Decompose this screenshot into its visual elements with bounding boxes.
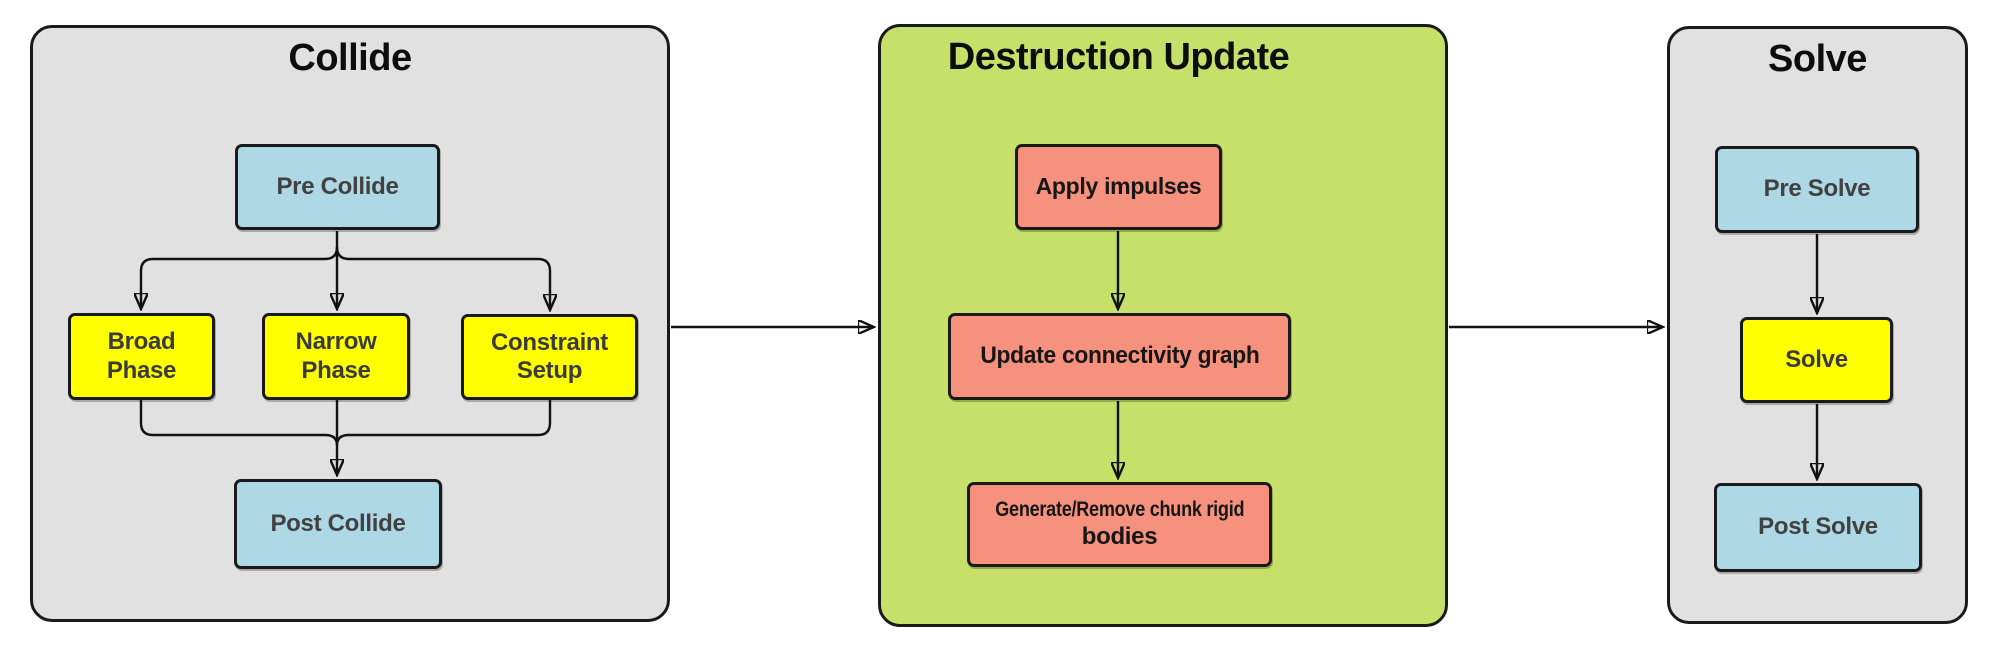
node-generate-remove-label-line2: bodies bbox=[1081, 522, 1158, 550]
node-update-connectivity-graph-label: Update connectivity graph bbox=[979, 342, 1260, 370]
node-apply-impulses-label: Apply impulses bbox=[1035, 173, 1202, 200]
node-post-solve: Post Solve bbox=[1714, 483, 1922, 572]
node-pre-solve: Pre Solve bbox=[1715, 146, 1919, 233]
group-destruction-update-title: Destruction Update bbox=[947, 36, 1290, 78]
node-broad-phase: Broad Phase bbox=[68, 313, 215, 400]
node-constraint-setup-label: Constraint Setup bbox=[490, 328, 608, 384]
node-pre-collide-label: Pre Collide bbox=[276, 172, 399, 200]
node-apply-impulses: Apply impulses bbox=[1015, 144, 1222, 230]
group-collide-title: Collide bbox=[288, 37, 412, 79]
node-solve: Solve bbox=[1740, 317, 1893, 403]
node-solve-label: Solve bbox=[1785, 345, 1848, 373]
node-post-collide: Post Collide bbox=[234, 479, 442, 569]
node-narrow-phase: Narrow Phase bbox=[262, 313, 410, 400]
node-narrow-phase-label: Narrow Phase bbox=[295, 328, 377, 384]
node-post-solve-label: Post Solve bbox=[1758, 513, 1878, 541]
node-update-connectivity-graph: Update connectivity graph bbox=[948, 313, 1291, 400]
node-post-collide-label: Post Collide bbox=[270, 509, 406, 537]
node-generate-remove-label-line1: Generate/Remove chunk rigid bbox=[995, 497, 1244, 521]
node-generate-remove-label: Generate/Remove chunk rigid bodies bbox=[975, 498, 1265, 551]
node-pre-solve-label: Pre Solve bbox=[1763, 175, 1871, 203]
node-pre-collide: Pre Collide bbox=[235, 144, 440, 230]
node-constraint-setup: Constraint Setup bbox=[461, 314, 638, 400]
group-solve-title: Solve bbox=[1768, 38, 1867, 80]
node-broad-phase-label: Broad Phase bbox=[106, 328, 177, 384]
node-generate-remove-chunk-rigid-bodies: Generate/Remove chunk rigid bodies bbox=[967, 482, 1272, 567]
